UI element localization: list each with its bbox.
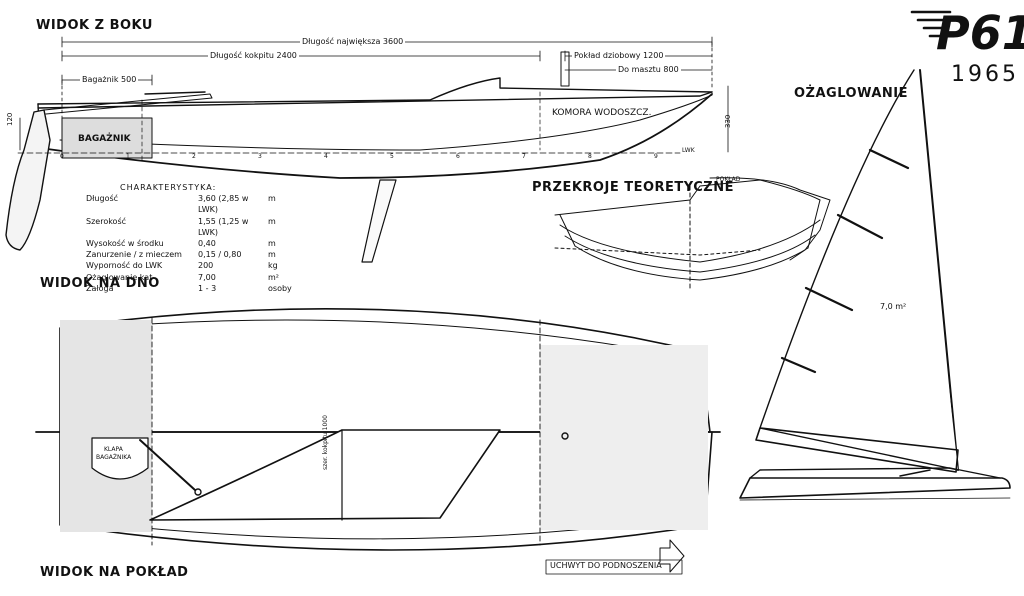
spec-u: osoby <box>268 283 292 293</box>
cockpit-width-label: szer. kokpitu 1000 <box>322 415 329 470</box>
plan-view <box>35 308 721 575</box>
station-number: 3 <box>258 153 262 160</box>
station-number: 5 <box>390 153 394 160</box>
sail-plan <box>739 69 1011 501</box>
spec-u: kg <box>268 261 278 271</box>
spec-v: 200 <box>198 261 214 271</box>
logo-wings <box>910 10 952 38</box>
spec-row: Szerokość 1,55 (1,25 w LWK) m <box>86 216 292 238</box>
logo-year: 1965 <box>951 62 1019 87</box>
side-view-hull <box>5 51 713 263</box>
sail-title: OŻAGLOWANIE <box>794 86 908 101</box>
height-left-label: 120 <box>6 112 14 126</box>
station-number: 6 <box>456 153 460 160</box>
spec-row: Zanurzenie / z mieczem 0,15 / 0,80 m <box>86 249 292 260</box>
spec-v: 1,55 (1,25 w LWK) <box>198 216 249 237</box>
spec-row: Wyporność do LWK 200 kg <box>86 260 292 271</box>
sail-area-label: 7,0 m² <box>880 302 907 311</box>
spec-u: m² <box>268 272 279 282</box>
spec-k: Długość <box>86 194 119 204</box>
dim-trunk-length: Bagażnik 500 <box>80 75 139 84</box>
spec-v: 0,15 / 0,80 <box>198 250 242 260</box>
spec-u: m <box>268 194 276 204</box>
station-number: 1 <box>126 153 130 160</box>
hatch-label-1: KLAPA <box>104 446 123 453</box>
station-number: 0 <box>60 153 64 160</box>
side-view-title: WIDOK Z BOKU <box>36 18 153 33</box>
height-right-label: 330 <box>724 114 732 128</box>
spec-v: 3,60 (2,85 w LWK) <box>198 194 249 215</box>
specs-heading: CHARAKTERYSTYKA: <box>120 183 217 192</box>
station-number: 2 <box>192 153 196 160</box>
sections-title: PRZEKROJE TEORETYCZNE <box>532 180 734 195</box>
dim-to-mast: Do masztu 800 <box>616 65 681 74</box>
spec-u: m <box>268 239 276 249</box>
trunk-label: BAGAŻNIK <box>78 134 131 144</box>
section-deck-label: POKŁAD <box>716 176 741 183</box>
spec-row: Ożaglowanie kat 7,00 m² <box>86 272 292 283</box>
spec-row: Załoga 1 - 3 osoby <box>86 283 292 294</box>
station-number: 4 <box>324 153 328 160</box>
station-number: 8 <box>588 153 592 160</box>
logo-model: P61 <box>936 6 1024 60</box>
hatch-label-2: BAGAŻNIKA <box>96 454 132 461</box>
spec-k: Wyporność do LWK <box>86 261 163 271</box>
waterline-label: LWK <box>682 147 695 154</box>
spec-u: m <box>268 250 276 260</box>
spec-k: Załoga <box>86 283 114 293</box>
deck-view-title: WIDOK NA POKŁAD <box>40 565 189 580</box>
spec-v: 7,00 <box>198 272 216 282</box>
lifting-handle-label: UCHWYT DO PODNOSZENIA <box>550 561 662 570</box>
spec-k: Ożaglowanie kat <box>86 272 153 282</box>
station-number: 7 <box>522 153 526 160</box>
spec-v: 0,40 <box>198 239 216 249</box>
station-number: 9 <box>654 153 658 160</box>
spec-k: Wysokość w środku <box>86 239 164 249</box>
bottom-view-title: WIDOK NA DNO <box>40 276 160 291</box>
spec-u: m <box>268 216 276 226</box>
specs-table: CHARAKTERYSTYKA: Długość 3,60 (2,85 w LWK… <box>86 182 292 294</box>
spec-v: 1 - 3 <box>198 283 217 293</box>
dim-bow-deck: Pokład dziobowy 1200 <box>572 51 666 60</box>
dim-max-length: Długość największa 3600 <box>300 37 406 46</box>
section-lines <box>554 177 831 291</box>
dim-cockpit-length: Długość kokpitu 2400 <box>208 51 299 60</box>
spec-k: Zanurzenie / z mieczem <box>86 250 182 260</box>
spec-row: Długość 3,60 (2,85 w LWK) m <box>86 193 292 215</box>
spec-k: Szerokość <box>86 216 127 226</box>
float-chamber-label: KOMORA WODOSZCZ. <box>552 108 652 118</box>
spec-row: Wysokość w środku 0,40 m <box>86 238 292 249</box>
